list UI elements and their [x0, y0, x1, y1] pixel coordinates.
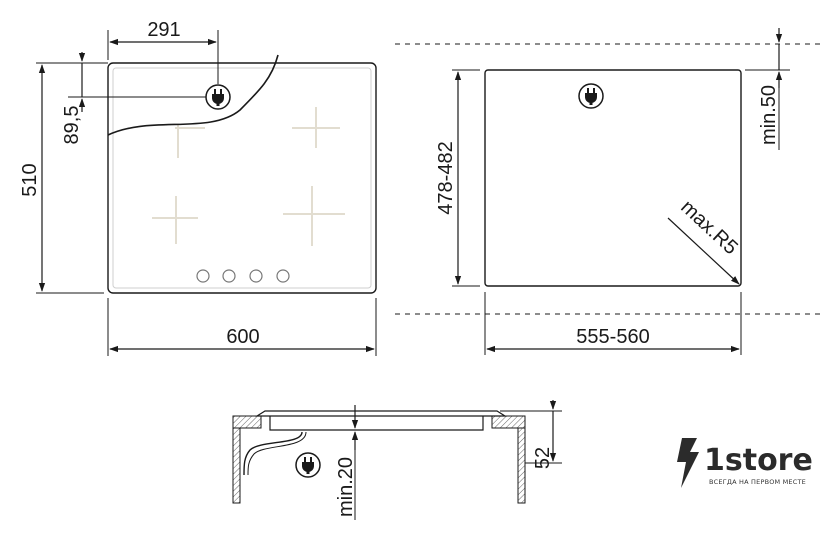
cabinet-wall-left — [232, 427, 241, 504]
dim-margin-label: min.50 — [758, 85, 780, 145]
radius-leader — [667, 217, 740, 285]
cabinet-wall-right — [517, 427, 526, 504]
power-cable-section — [243, 431, 303, 476]
dim-clearance-label: min.20 — [335, 457, 357, 517]
knob — [249, 269, 263, 283]
section-view: min.20 52 — [232, 400, 562, 520]
brand-tagline: ВСЕГДА НА ПЕРВОМ МЕСТЕ — [709, 478, 806, 486]
cutout-view: 478-482 min.50 max.R5 555-560 — [395, 28, 822, 355]
burner-rear-right — [292, 107, 340, 148]
power-cable-curve — [107, 54, 279, 136]
knob — [222, 269, 236, 283]
worktop-left — [232, 415, 262, 429]
dim-plug-x-label: 291 — [147, 19, 180, 41]
lightning-bolt-icon — [677, 438, 699, 488]
burner-right — [283, 186, 345, 246]
brand-name: 1store — [704, 443, 813, 478]
dim-width-label: 600 — [226, 326, 259, 348]
knob — [276, 269, 290, 283]
hob-glass-section — [254, 410, 508, 417]
worktop-right — [491, 415, 526, 429]
cutout-outline — [484, 69, 742, 287]
dim-cutout-width-label: 555-560 — [576, 326, 649, 348]
plug-icon — [205, 84, 231, 110]
dim-height-label: 510 — [19, 163, 41, 196]
knob — [196, 269, 210, 283]
plug-icon — [578, 83, 604, 109]
hob-top-view: 291 89,5 510 600 — [19, 19, 377, 356]
control-knobs — [196, 269, 290, 283]
dim-cutout-height-label: 478-482 — [435, 141, 457, 214]
plug-icon — [295, 452, 321, 478]
hob-glass-inner — [112, 67, 372, 289]
dim-plug-y-label: 89,5 — [61, 106, 83, 145]
dim-thickness-label: 52 — [532, 447, 554, 469]
burner-front-left — [175, 125, 205, 158]
brand-logo: 1store ВСЕГДА НА ПЕРВОМ МЕСТЕ — [677, 438, 813, 488]
burner-left — [152, 196, 198, 244]
hob-body-section — [269, 416, 484, 431]
